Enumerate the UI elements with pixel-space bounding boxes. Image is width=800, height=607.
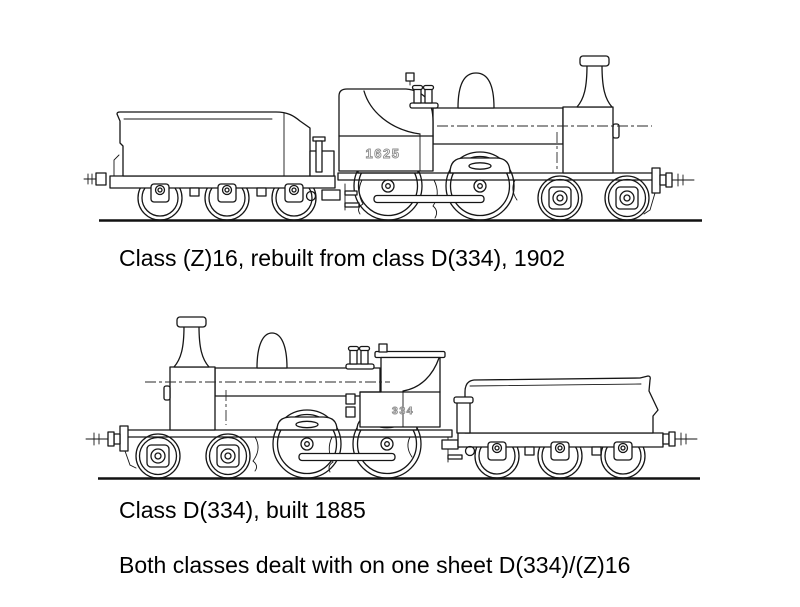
guard-iron	[643, 192, 656, 215]
handbrake-column	[315, 140, 323, 173]
tender-buffer	[95, 172, 107, 186]
smokebox	[562, 106, 614, 174]
caption-bottom-figure: Class D(334), built 1885	[119, 497, 366, 523]
footer-note: Both classes dealt with on one sheet D(3…	[119, 552, 631, 578]
locomotive-top: 1625	[337, 55, 695, 221]
running-plate	[122, 429, 453, 438]
chimney	[173, 325, 210, 368]
bogie-wheels	[135, 433, 251, 479]
lamp-bracket	[305, 190, 317, 202]
coupling-rod	[298, 452, 396, 462]
tender-axleboxes	[487, 441, 633, 461]
smokebox-door-handle	[163, 385, 171, 401]
top-drawing: 1625	[83, 55, 702, 222]
buffer-beam	[119, 425, 129, 452]
dome	[256, 332, 288, 369]
buffer	[107, 431, 115, 447]
handbrake-column	[456, 401, 471, 434]
coupling	[441, 439, 459, 450]
lamp-bracket	[464, 445, 476, 457]
driving-wheels	[272, 409, 422, 479]
safety-valves	[409, 84, 439, 109]
brake-gear	[358, 179, 364, 215]
coupling-rod	[373, 194, 485, 204]
chimney	[576, 64, 613, 108]
tender-axleboxes	[150, 183, 304, 203]
clack-valve	[345, 406, 356, 418]
dome	[457, 72, 495, 109]
safety-valves	[345, 345, 375, 370]
caption-top-figure: Class (Z)16, rebuilt from class D(334), …	[119, 245, 566, 271]
loco-number-bottom: 334	[392, 405, 414, 417]
tender-bottom	[453, 375, 698, 479]
locomotive-bottom: 334	[85, 316, 463, 479]
bottom-drawing: 334	[85, 316, 700, 480]
buffer-beam	[651, 167, 661, 194]
tender-body	[464, 375, 659, 434]
brake-gear	[252, 436, 259, 472]
tender-body	[116, 111, 311, 177]
coupling	[321, 189, 341, 201]
clack-valve	[345, 393, 356, 405]
tender-top	[83, 111, 341, 221]
guard-iron	[124, 450, 137, 469]
bogie-wheels	[537, 175, 650, 221]
smokebox-door-handle	[612, 123, 620, 139]
smokebox	[169, 366, 216, 431]
running-plate	[337, 172, 659, 181]
tender-buffer	[668, 431, 676, 447]
loco-number-top: 1625	[366, 146, 401, 161]
whistle	[378, 343, 388, 353]
buffer	[665, 172, 673, 188]
